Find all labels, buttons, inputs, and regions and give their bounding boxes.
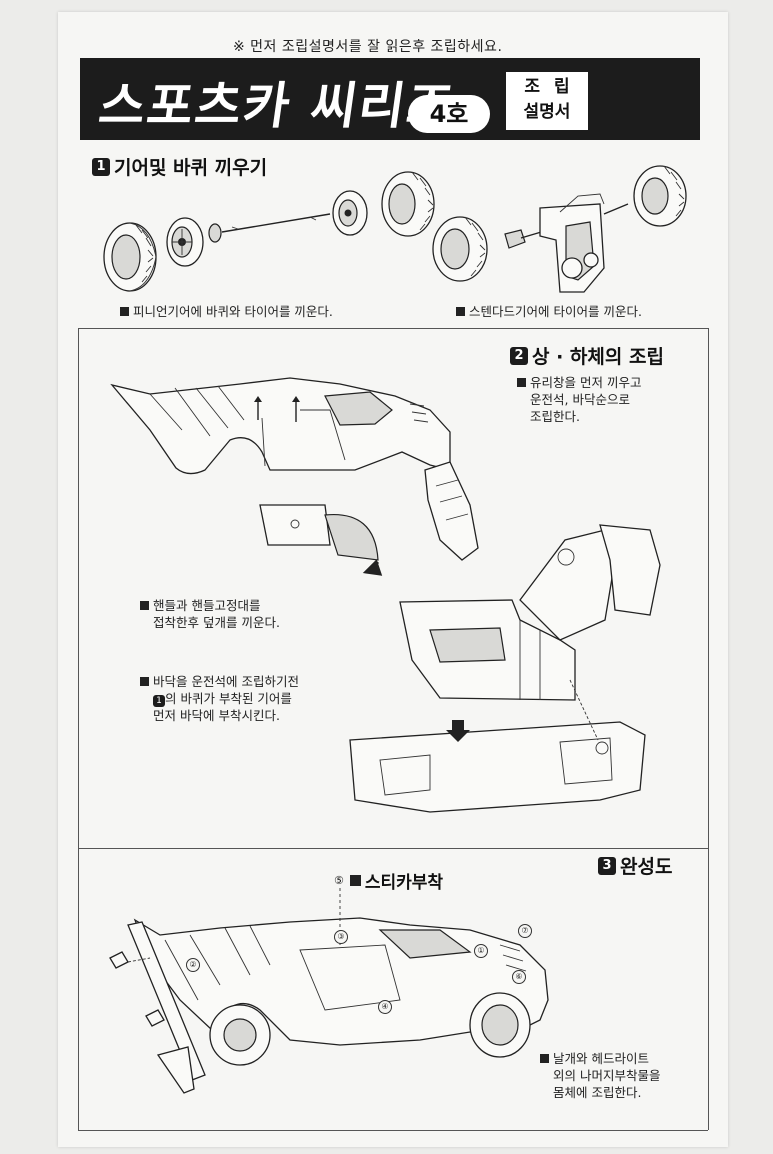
wheel-rim-left-icon — [166, 217, 204, 267]
arrow-down-icon — [362, 559, 383, 576]
bullet-square-icon — [140, 677, 149, 686]
tire-left-icon — [103, 222, 157, 292]
model-number: 4호 — [408, 95, 490, 133]
callout-2: ② — [186, 958, 200, 972]
title-banner — [80, 58, 700, 140]
front-bumper-icon — [424, 461, 479, 561]
tire-top-icon — [381, 171, 435, 237]
section-border-right — [708, 848, 709, 1130]
step3-heading: 3 완성도 — [598, 852, 672, 879]
axle-shaft — [221, 213, 331, 233]
section-border-right — [708, 328, 709, 848]
header-note: ※ 먼저 조립설명서를 잘 읽은후 조립하세요. — [233, 39, 503, 55]
driver-seat-icon — [399, 599, 576, 701]
step3-caption: 날개와 헤드라이트 외의 나머지부착물을 몸체에 조립한다. — [540, 1050, 660, 1101]
pinion-gear-icon — [208, 223, 222, 243]
finished-car-icon — [133, 888, 549, 1066]
floor-plate-icon — [349, 720, 646, 813]
step2-caption-top: 유리창을 먼저 끼우고 운전석, 바닥순으로 조립한다. — [517, 374, 641, 425]
light-part-icon — [109, 951, 195, 1094]
step2-title: 상 · 하체의 조립 — [532, 346, 664, 368]
step1-wheel-diagram — [103, 165, 687, 293]
callout-3: ③ — [334, 930, 348, 944]
section-divider — [78, 848, 708, 849]
sticker-heading: ⑤ 스티카부착 — [334, 873, 444, 893]
standard-gearbox-icon — [539, 193, 605, 293]
bullet-square-icon — [120, 307, 129, 316]
callout-1: ① — [474, 944, 488, 958]
section-divider — [78, 328, 708, 329]
step2-body-diagram — [110, 377, 661, 813]
upper-body-icon — [110, 377, 451, 475]
tire-right-icon — [432, 216, 488, 282]
callout-4: ④ — [378, 1000, 392, 1014]
manual-label-line1: 조립 — [524, 77, 584, 97]
bullet-square-icon — [517, 378, 526, 387]
callout-6: ⑥ — [512, 970, 526, 984]
bullet-square-icon — [140, 601, 149, 610]
section-divider — [78, 1130, 708, 1131]
bullet-square-icon — [540, 1054, 549, 1063]
step1-caption-left: 피니언기어에 바퀴와 타이어를 끼운다. — [120, 303, 333, 320]
manual-label: 조립 설명서 — [506, 72, 588, 130]
tire-far-right-icon — [633, 165, 687, 227]
section-border-left — [78, 328, 79, 848]
step3-number: 3 — [598, 856, 616, 875]
step3-title: 완성도 — [620, 856, 673, 878]
step1-number: 1 — [92, 157, 110, 176]
step2-heading: 2 상 · 하체의 조립 — [510, 342, 664, 369]
wheel-rim-mid-icon — [332, 190, 368, 236]
bullet-square-icon — [349, 875, 361, 886]
callout-7: ⑦ — [518, 924, 532, 938]
step1-caption-right: 스텐다드기어에 타이어를 끼운다. — [456, 303, 642, 320]
step2-caption-mid: 핸들과 핸들고정대를 접착한후 덮개를 끼운다. — [140, 597, 280, 631]
step1-title: 기어및 바퀴 끼우기 — [114, 157, 268, 179]
bullet-square-icon — [456, 307, 465, 316]
rear-wing-icon — [127, 921, 206, 1081]
section-border-left — [78, 848, 79, 1130]
steering-wheel-icon — [519, 524, 661, 641]
step2-number: 2 — [510, 346, 528, 365]
step1-heading: 1 기어및 바퀴 끼우기 — [92, 153, 267, 180]
window-glass-icon — [259, 504, 379, 561]
manual-label-line2: 설명서 — [523, 102, 571, 122]
